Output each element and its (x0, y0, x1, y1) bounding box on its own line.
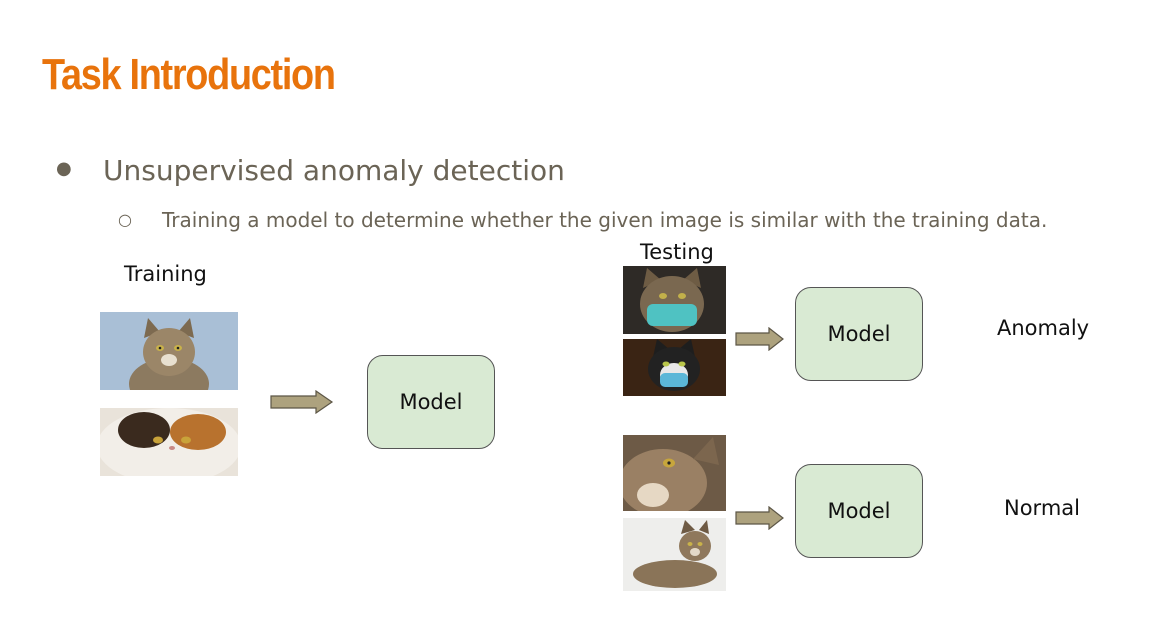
test-image-cat-mask-2 (623, 339, 726, 396)
bullet-dot-icon: ● (56, 158, 72, 179)
testing-model-box-1: Model (795, 287, 923, 381)
training-label: Training (124, 262, 207, 286)
test-image-cat-closeup (623, 435, 726, 511)
testing-model-label-1: Model (827, 322, 891, 346)
bullet-circle-icon: ○ (118, 210, 132, 229)
training-arrow (270, 389, 334, 418)
training-image-tabby-cat (100, 312, 238, 390)
result-anomaly: Anomaly (997, 316, 1090, 340)
test-image-cat-lying (623, 518, 726, 591)
bullet-level2-text: Training a model to determine whether th… (162, 208, 1048, 232)
training-model-label: Model (399, 390, 463, 414)
bullet-level1-text: Unsupervised anomaly detection (103, 154, 565, 187)
testing-arrow-2 (735, 505, 785, 534)
testing-arrow-1 (735, 326, 785, 355)
slide-title: Task Introduction (42, 50, 336, 99)
testing-label: Testing (640, 240, 714, 264)
training-image-persian-cat (100, 408, 238, 476)
result-normal: Normal (1004, 496, 1080, 520)
test-image-cat-mask-1 (623, 266, 726, 334)
training-model-box: Model (367, 355, 495, 449)
testing-model-box-2: Model (795, 464, 923, 558)
testing-model-label-2: Model (827, 499, 891, 523)
